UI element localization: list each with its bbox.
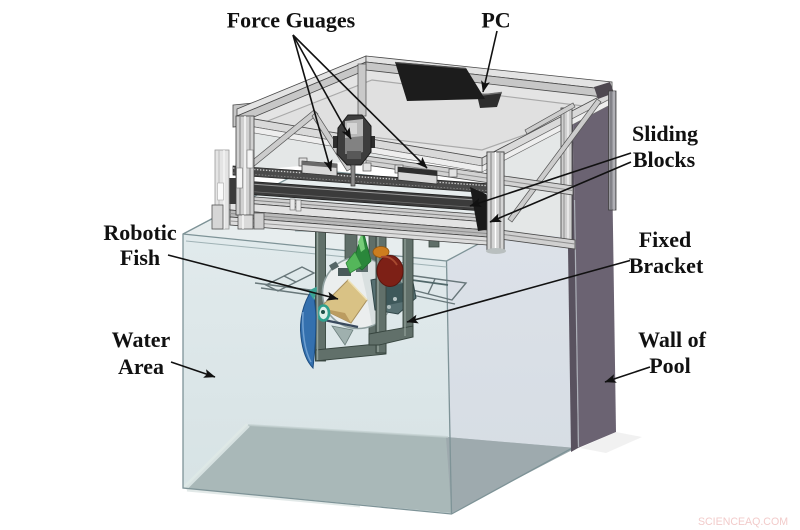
svg-text:Area: Area xyxy=(118,354,164,379)
svg-text:Blocks: Blocks xyxy=(633,147,696,172)
svg-text:Pool: Pool xyxy=(649,353,691,378)
svg-text:Sliding: Sliding xyxy=(632,121,698,146)
svg-text:Fixed: Fixed xyxy=(639,227,692,252)
svg-text:Water: Water xyxy=(112,327,171,352)
svg-text:PC: PC xyxy=(481,8,510,33)
svg-text:Force Guages: Force Guages xyxy=(227,8,356,33)
svg-text:Wall of: Wall of xyxy=(638,327,707,352)
svg-text:Robotic: Robotic xyxy=(103,220,177,245)
svg-text:Fish: Fish xyxy=(120,245,160,270)
svg-text:Bracket: Bracket xyxy=(629,253,704,278)
svg-text:SCIENCEAQ.COM: SCIENCEAQ.COM xyxy=(698,516,788,528)
